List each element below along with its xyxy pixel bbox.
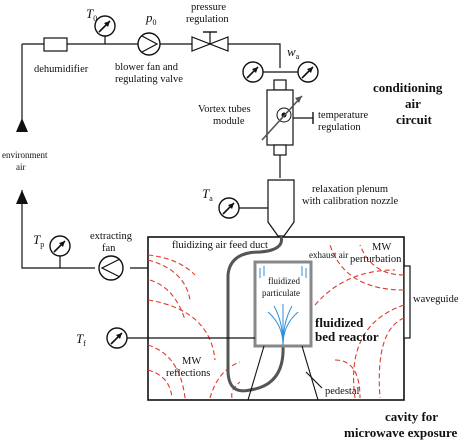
pedestal [247, 345, 323, 401]
wa-symbol: wa [287, 44, 300, 61]
cavity-title-1: cavity for [385, 409, 438, 424]
pressure-label-1: pressure [191, 2, 226, 13]
cavity-title-2: microwave exposure [344, 425, 457, 440]
tf-symbol: Tf [76, 331, 86, 348]
pedestal-label: pedestal [325, 386, 359, 397]
p0-symbol: p0 [145, 10, 157, 27]
mw-reflections-1: MW [182, 356, 201, 367]
dehumidifier-label: dehumidifier [34, 64, 89, 75]
vortex-label-1: Vortex tubes [198, 104, 251, 115]
waveguide [403, 265, 411, 339]
extracting-label-2: fan [102, 243, 116, 254]
mw-perturbation-2: perturbation [350, 254, 402, 265]
ta-symbol: Ta [202, 186, 213, 203]
valve-icon [191, 31, 229, 52]
fluidized-particulate-2: particulate [262, 288, 300, 298]
temp-label-2: regulation [318, 122, 361, 133]
arrow-up-icon [16, 118, 28, 204]
temp-label-1: temperature [318, 110, 368, 121]
conditioning-title-3: circuit [396, 112, 433, 127]
gauge-icon [218, 197, 240, 219]
t0-symbol: T0 [86, 6, 97, 23]
gauge-icon [94, 15, 116, 44]
extracting-label-1: extracting [90, 231, 133, 242]
dehumidifier-box [43, 37, 68, 52]
gauge-icon [242, 61, 264, 83]
bed-reactor-2: bed reactor [315, 329, 379, 344]
mw-reflections-2: reflections [166, 368, 210, 379]
relaxation-plenum [267, 179, 295, 237]
air-circuit-lines [21, 43, 298, 269]
conditioning-title-2: air [405, 96, 421, 111]
tp-symbol: Tp [33, 232, 44, 249]
waveguide-label: waveguide [413, 294, 459, 305]
feed-duct-label: fluidizing air feed duct [172, 240, 268, 251]
exhaust-label: exhaust air [309, 250, 348, 260]
pressure-label-2: regulation [186, 14, 229, 25]
gauge-icon [297, 61, 319, 83]
blower-label-1: blower fan and [115, 62, 179, 73]
environment-label-1: environment [2, 150, 48, 160]
fluid-jets [259, 266, 307, 346]
mw-perturbation-1: MW [372, 242, 391, 253]
fluidized-particulate-1: fluidized [268, 276, 300, 286]
gauge-icon [49, 235, 71, 257]
vortex-module [261, 79, 303, 156]
gauge-icon [106, 327, 128, 349]
vortex-label-2: module [213, 116, 245, 127]
plenum-label-1: relaxation plenum [312, 184, 388, 195]
bed-reactor-1: fluidized [315, 315, 364, 330]
blower-label-2: regulating valve [115, 74, 183, 85]
plenum-label-2: with calibration nozzle [302, 196, 399, 207]
environment-label-2: air [16, 162, 26, 172]
mw-waves [147, 244, 405, 399]
pump-icon [137, 32, 161, 56]
fan-icon [98, 255, 124, 281]
fluidizing-feed-duct [226, 235, 285, 393]
conditioning-title-1: conditioning [373, 80, 443, 95]
